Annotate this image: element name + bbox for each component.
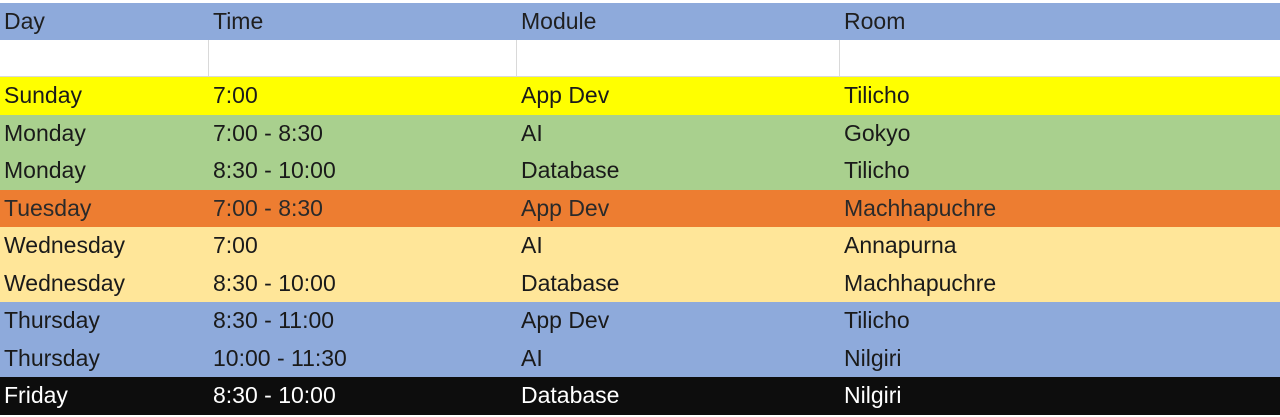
empty-row bbox=[0, 40, 1280, 77]
cell-room[interactable]: Machhapuchre bbox=[844, 194, 997, 221]
cell-module[interactable]: Database bbox=[521, 382, 620, 409]
cell-room[interactable]: Nilgiri bbox=[844, 382, 902, 409]
cell-day[interactable]: Sunday bbox=[4, 82, 83, 109]
header-cell-day[interactable]: Day bbox=[4, 8, 45, 34]
table-row: Friday 8:30 - 10:00 Database Nilgiri bbox=[0, 377, 1280, 415]
header-cell-room[interactable]: Room bbox=[844, 8, 906, 34]
table-row: Sunday 7:00 App Dev Tilicho bbox=[0, 77, 1280, 115]
cell-time[interactable]: 8:30 - 10:00 bbox=[213, 382, 336, 409]
table-row: Thursday 8:30 - 11:00 App Dev Tilicho bbox=[0, 302, 1280, 340]
cell-module[interactable]: App Dev bbox=[521, 307, 610, 334]
cell-day[interactable]: Monday bbox=[4, 157, 86, 184]
cell-module[interactable]: App Dev bbox=[521, 82, 610, 109]
cell-room[interactable]: Tilicho bbox=[844, 157, 910, 184]
cell-time[interactable]: 8:30 - 10:00 bbox=[213, 269, 336, 296]
cell-day[interactable]: Friday bbox=[4, 382, 68, 409]
table-row: Wednesday 7:00 AI Annapurna bbox=[0, 227, 1280, 265]
cell-module[interactable]: Database bbox=[521, 157, 620, 184]
cell-room[interactable]: Gokyo bbox=[844, 119, 911, 146]
cell-time[interactable]: 10:00 - 11:30 bbox=[213, 344, 347, 371]
empty-cell[interactable] bbox=[0, 40, 209, 77]
cell-time[interactable]: 7:00 - 8:30 bbox=[213, 194, 323, 221]
cell-day[interactable]: Thursday bbox=[4, 344, 100, 371]
cell-day[interactable]: Wednesday bbox=[4, 232, 126, 259]
table-row: Thursday 10:00 - 11:30 AI Nilgiri bbox=[0, 339, 1280, 377]
cell-module[interactable]: AI bbox=[521, 119, 543, 146]
cell-module[interactable]: App Dev bbox=[521, 194, 610, 221]
cell-room[interactable]: Tilicho bbox=[844, 82, 910, 109]
cell-time[interactable]: 8:30 - 10:00 bbox=[213, 157, 336, 184]
cell-day[interactable]: Monday bbox=[4, 119, 86, 146]
header-row: Day Time Module Room bbox=[0, 3, 1280, 40]
cell-module[interactable]: AI bbox=[521, 232, 543, 259]
empty-cell[interactable] bbox=[209, 40, 517, 77]
cell-time[interactable]: 8:30 - 11:00 bbox=[213, 307, 335, 334]
cell-room[interactable]: Annapurna bbox=[844, 232, 957, 259]
cell-room[interactable]: Machhapuchre bbox=[844, 269, 997, 296]
table-row: Wednesday 8:30 - 10:00 Database Machhapuchr… bbox=[0, 264, 1280, 302]
cell-room[interactable]: Nilgiri bbox=[844, 344, 902, 371]
cell-day[interactable]: Wednesday bbox=[4, 269, 126, 296]
cell-day[interactable]: Tuesday bbox=[4, 194, 92, 221]
cell-time[interactable]: 7:00 bbox=[213, 232, 258, 259]
cell-module[interactable]: AI bbox=[521, 344, 543, 371]
grid-line bbox=[0, 76, 1280, 77]
header-cell-module[interactable]: Module bbox=[521, 8, 597, 34]
empty-cell[interactable] bbox=[517, 40, 840, 77]
table-row: Monday 8:30 - 10:00 Database Tilicho bbox=[0, 152, 1280, 190]
cell-module[interactable]: Database bbox=[521, 269, 620, 296]
cell-room[interactable]: Tilicho bbox=[844, 307, 910, 334]
table-row: Tuesday 7:00 - 8:30 App Dev Machhapuchre bbox=[0, 189, 1280, 227]
cell-day[interactable]: Thursday bbox=[4, 307, 100, 334]
table-row: Monday 7:00 - 8:30 AI Gokyo bbox=[0, 114, 1280, 152]
header-cell-time[interactable]: Time bbox=[213, 8, 264, 34]
cell-time[interactable]: 7:00 bbox=[213, 82, 258, 109]
empty-cell[interactable] bbox=[840, 40, 1280, 77]
cell-time[interactable]: 7:00 - 8:30 bbox=[213, 119, 323, 146]
